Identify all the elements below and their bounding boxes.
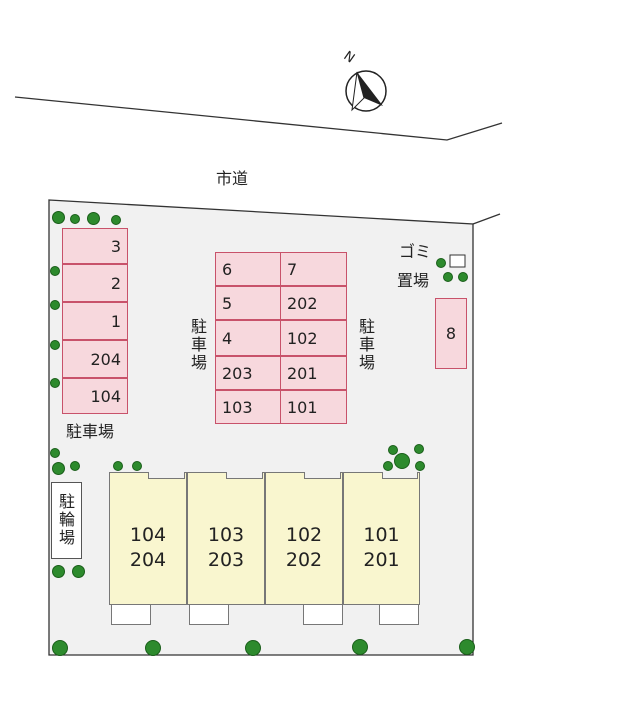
bicycle-label: 駐 輪 場: [58, 492, 75, 547]
road-label: 市道: [216, 169, 249, 188]
parking-left-label: 駐車場: [66, 422, 115, 441]
unit-number: 201: [363, 549, 400, 571]
road-edge-corner: [472, 213, 501, 225]
parking-space: 5: [215, 286, 281, 320]
parking-space: 204: [62, 340, 128, 378]
tree-icon: [459, 639, 475, 655]
building-porch: [189, 604, 229, 625]
parking-space: 103: [215, 390, 281, 424]
building-unit: 101 201: [343, 472, 420, 605]
garbage-label: ゴミ: [399, 242, 432, 261]
unit-number: 203: [207, 549, 245, 571]
parking-space: 202: [280, 286, 347, 320]
building-unit: 103 203: [187, 472, 265, 605]
tree-icon: [443, 272, 453, 282]
tree-icon: [352, 639, 368, 655]
garbage-box: [449, 254, 466, 268]
tree-icon: [394, 453, 410, 469]
tree-icon: [436, 258, 446, 268]
building-notch: [304, 472, 341, 479]
building-porch: [303, 604, 343, 625]
road-edge-north: [14, 96, 503, 141]
parking-space: 8: [435, 298, 467, 369]
tree-icon: [132, 461, 142, 471]
parking-space: 4: [215, 320, 281, 356]
bicycle-parking: 駐 輪 場: [51, 482, 82, 559]
tree-icon: [52, 211, 65, 224]
parking-space: 203: [215, 356, 281, 390]
tree-icon: [72, 565, 85, 578]
building-unit: 104 204: [109, 472, 187, 605]
building-notch: [148, 472, 185, 479]
tree-icon: [50, 340, 60, 350]
tree-icon: [245, 640, 261, 656]
building-porch: [379, 604, 419, 625]
parking-center-left-label: 駐 車 場: [190, 317, 207, 372]
unit-number: 204: [129, 549, 167, 571]
tree-icon: [113, 461, 123, 471]
tree-icon: [52, 565, 65, 578]
unit-number: 202: [285, 549, 323, 571]
parking-space: 3: [62, 228, 128, 264]
unit-number: 102: [285, 524, 323, 546]
tree-icon: [415, 461, 425, 471]
tree-icon: [414, 444, 424, 454]
parking-space: 1: [62, 302, 128, 340]
parking-center-right-label: 駐 車 場: [358, 317, 375, 372]
tree-icon: [458, 272, 468, 282]
building-notch: [226, 472, 263, 479]
parking-space: 201: [280, 356, 347, 390]
tree-icon: [383, 461, 393, 471]
tree-icon: [52, 462, 65, 475]
parking-space: 2: [62, 264, 128, 302]
tree-icon: [50, 378, 60, 388]
tree-icon: [70, 214, 80, 224]
unit-number: 103: [207, 524, 245, 546]
tree-icon: [70, 461, 80, 471]
building-unit: 102 202: [265, 472, 343, 605]
parking-space: 7: [280, 252, 347, 286]
parking-space: 101: [280, 390, 347, 424]
tree-icon: [52, 640, 68, 656]
parking-space: 104: [62, 378, 128, 414]
garbage-label-2: 置場: [397, 271, 430, 290]
building-notch: [382, 472, 418, 479]
unit-number: 104: [129, 524, 167, 546]
tree-icon: [111, 215, 121, 225]
tree-icon: [50, 266, 60, 276]
tree-icon: [145, 640, 161, 656]
building-porch: [111, 604, 151, 625]
unit-number: 101: [363, 524, 400, 546]
tree-icon: [50, 300, 60, 310]
tree-icon: [87, 212, 100, 225]
parking-space: 102: [280, 320, 347, 356]
tree-icon: [388, 445, 398, 455]
compass-icon: [345, 70, 387, 112]
parking-space: 6: [215, 252, 281, 286]
tree-icon: [50, 448, 60, 458]
